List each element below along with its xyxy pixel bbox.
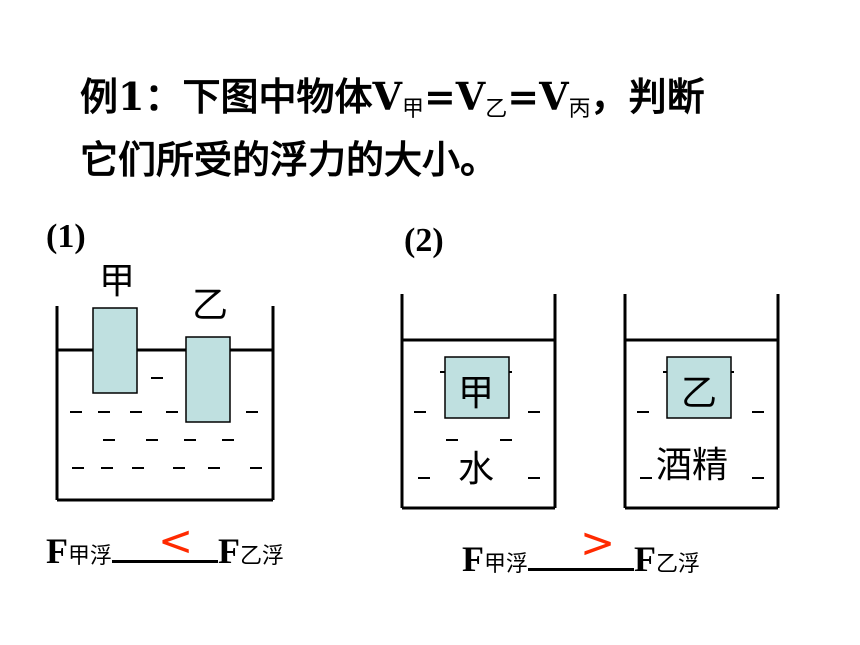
part-2-label: (2) bbox=[404, 222, 444, 259]
answer-1: < bbox=[158, 516, 194, 565]
label-jia-2: 甲 bbox=[458, 373, 495, 414]
block-yi-1 bbox=[185, 336, 231, 423]
label-jia-1: 甲 bbox=[99, 261, 136, 302]
question-line-2: 它们所受的浮力的大小。 bbox=[80, 137, 499, 182]
question-text: 例1：下图中物体V甲=V乙=V丙，判断 它们所受的浮力的大小。 bbox=[80, 72, 705, 185]
liquid-label-alcohol: 酒精 bbox=[656, 445, 729, 486]
answer-2: > bbox=[580, 518, 616, 567]
question-line-1: 例1：下图中物体V甲=V乙=V丙，判断 bbox=[80, 74, 705, 122]
part-1-label: (1) bbox=[46, 218, 86, 255]
water-dashes-1 bbox=[70, 377, 262, 469]
label-yi-1: 乙 bbox=[192, 285, 229, 326]
liquid-label-water: 水 bbox=[458, 449, 495, 490]
block-jia-2 bbox=[444, 356, 510, 419]
label-yi-2: 乙 bbox=[681, 373, 718, 414]
beaker-1 bbox=[55, 306, 275, 502]
answer-blank-1 bbox=[112, 552, 219, 563]
beaker-2b bbox=[623, 294, 780, 510]
alcohol-dashes-2b bbox=[637, 371, 764, 479]
block-jia-1 bbox=[92, 307, 138, 394]
block-yi-2 bbox=[666, 356, 732, 419]
beaker-2a bbox=[400, 294, 557, 510]
answer-blank-2 bbox=[528, 560, 635, 571]
